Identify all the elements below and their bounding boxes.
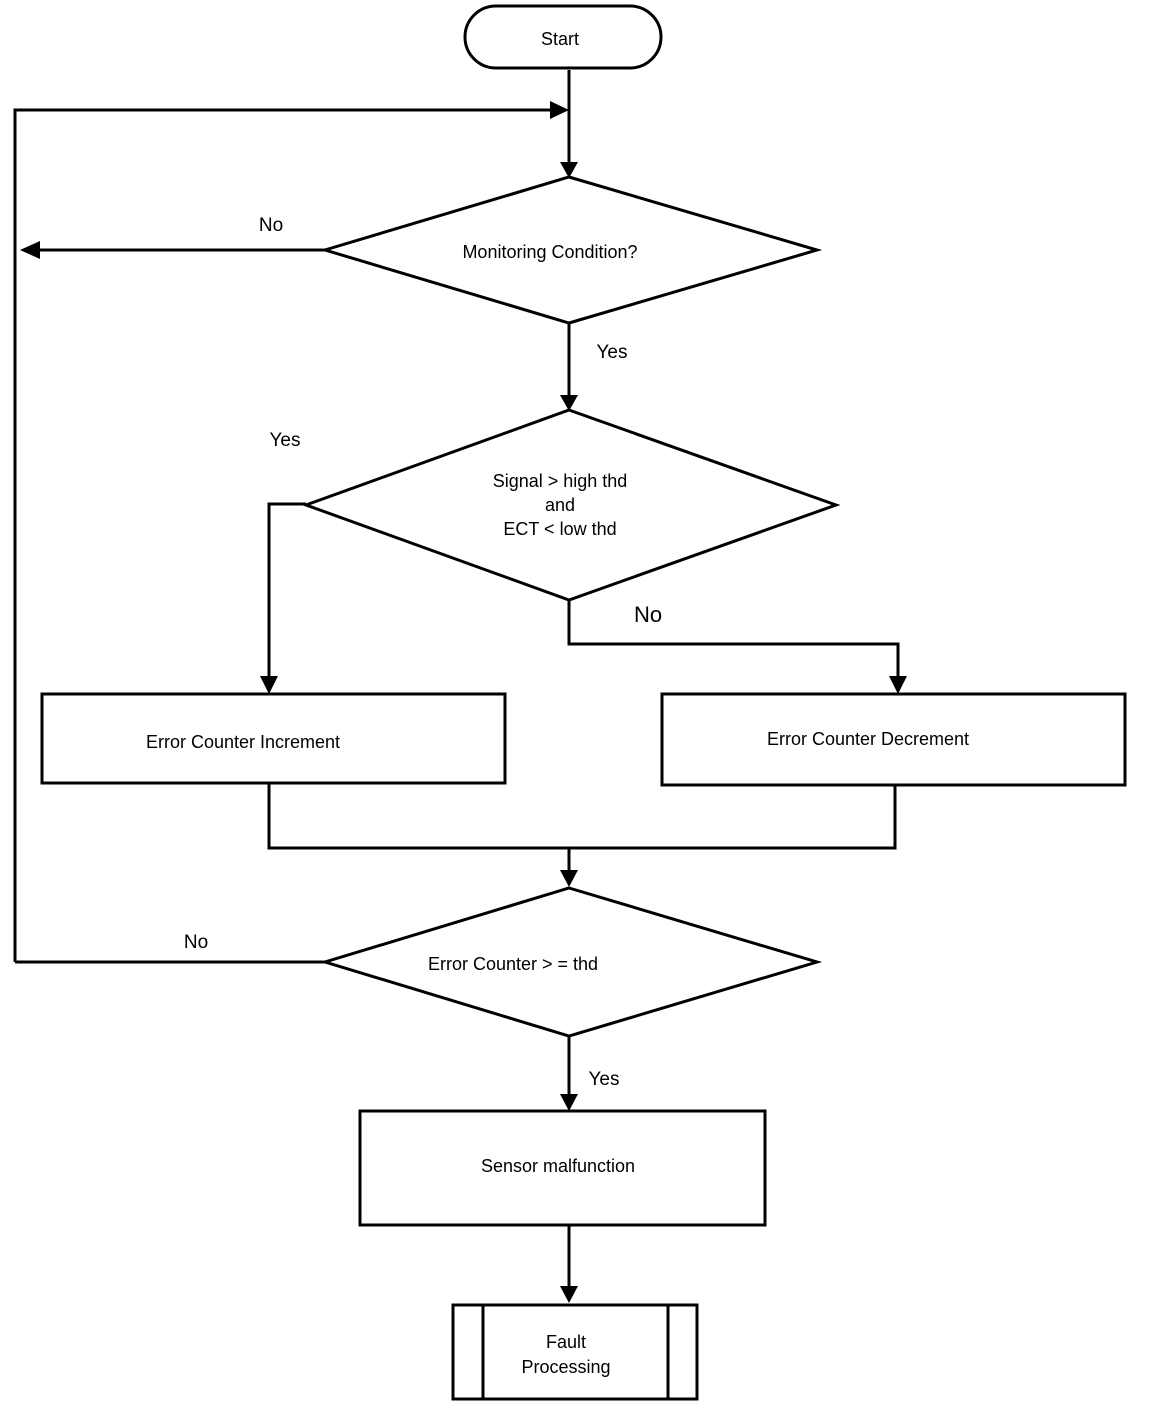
counter-diamond-shape xyxy=(319,886,823,1038)
connectors xyxy=(13,70,900,1288)
arrowhead-down xyxy=(889,676,907,694)
edge-label-signal-no: No xyxy=(634,602,662,627)
increment-box-shape xyxy=(40,692,507,785)
malfunction-process: Sensor malfunction xyxy=(358,1109,767,1227)
fault-predefined-process: Fault Processing xyxy=(451,1303,699,1401)
connector-increment-merge xyxy=(267,784,569,850)
signal-label-line-2: and xyxy=(545,495,575,515)
malfunction-label: Sensor malfunction xyxy=(481,1156,635,1176)
edge-label-monitoring-no: No xyxy=(259,215,283,236)
connector-loop-back xyxy=(13,108,552,962)
arrowhead-down xyxy=(560,162,578,178)
malfunction-box-shape xyxy=(358,1109,767,1227)
decrement-process: Error Counter Decrement xyxy=(660,692,1127,787)
decrement-label: Error Counter Decrement xyxy=(767,729,969,749)
signal-diamond-shape xyxy=(301,408,841,602)
connector-signal-no xyxy=(567,600,900,678)
arrowheads xyxy=(20,101,907,1303)
increment-process: Error Counter Increment xyxy=(40,692,507,785)
arrowhead-down xyxy=(560,395,578,411)
edge-label-counter-yes: Yes xyxy=(589,1069,620,1090)
signal-label-line-1: Signal > high thd xyxy=(493,471,628,491)
arrowhead-left xyxy=(20,241,40,259)
monitoring-label: Monitoring Condition? xyxy=(462,242,637,262)
decrement-box-shape xyxy=(660,692,1127,787)
edge-label-counter-no: No xyxy=(184,932,208,953)
arrowhead-down xyxy=(560,1094,578,1111)
arrowhead-down xyxy=(560,1286,578,1303)
connector-signal-yes xyxy=(267,502,306,678)
signal-decision: Signal > high thd and ECT < low thd xyxy=(301,408,841,602)
start-terminator-shape xyxy=(463,4,663,70)
arrowhead-down xyxy=(560,870,578,887)
fault-label-line-2: Processing xyxy=(521,1357,610,1377)
signal-label-line-3: ECT < low thd xyxy=(503,519,616,539)
fault-label-line-1: Fault xyxy=(546,1332,586,1352)
edge-labels: No Yes Yes No No Yes xyxy=(184,215,662,1090)
edge-label-monitoring-yes: Yes xyxy=(597,342,628,363)
monitoring-decision: Monitoring Condition? xyxy=(319,175,823,325)
monitoring-diamond-shape xyxy=(319,175,823,325)
connector-decrement-merge xyxy=(569,786,897,850)
arrowhead-right xyxy=(550,101,569,119)
start-node: Start xyxy=(463,4,663,70)
fault-box-shape xyxy=(451,1303,699,1401)
counter-label: Error Counter > = thd xyxy=(428,954,598,974)
increment-label: Error Counter Increment xyxy=(146,732,340,752)
edge-label-signal-yes: Yes xyxy=(270,430,301,451)
counter-decision: Error Counter > = thd xyxy=(319,886,823,1038)
arrowhead-down xyxy=(260,676,278,694)
start-label: Start xyxy=(541,29,579,49)
